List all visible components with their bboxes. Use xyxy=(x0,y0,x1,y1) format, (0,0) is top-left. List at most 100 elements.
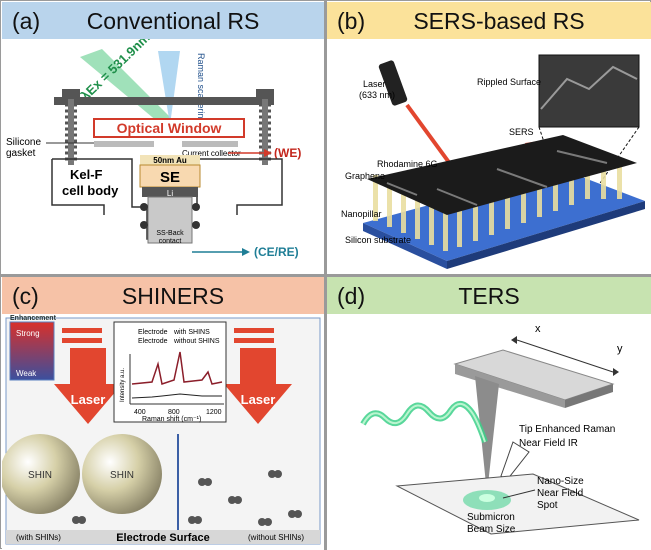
ss-back-plunger xyxy=(147,196,193,244)
electrode-surface-label: Electrode Surface xyxy=(116,532,210,544)
spectrum-with xyxy=(131,351,223,385)
we-label: (WE) xyxy=(274,146,301,160)
panel-shiners: (c) SHINERS Enhancement Strong Weak xyxy=(2,277,324,549)
tick-400: 400 xyxy=(134,409,146,416)
spot-label: Spot xyxy=(537,500,558,511)
legend-without: without SHINS xyxy=(173,338,220,345)
laser-left-label: Laser xyxy=(71,392,106,407)
gasket-right xyxy=(182,141,238,147)
ters-diagram: x y Tip Enhanced Raman Near Field IR Nan… xyxy=(360,323,640,535)
panel-c-title: SHINERS xyxy=(121,283,225,309)
panel-a-tag: (a) xyxy=(12,8,41,34)
nanopillars xyxy=(373,159,622,251)
enhancement-label: Enhancement xyxy=(10,315,57,322)
au-layer xyxy=(140,155,200,165)
tick-800: 800 xyxy=(168,409,180,416)
legend-electrode-1: Electrode xyxy=(138,329,168,336)
panel-d-title: TERS xyxy=(458,283,520,309)
spectrum-without xyxy=(131,393,222,399)
laser-wavelength: (633 nm) xyxy=(359,90,395,100)
sers-label: SERS xyxy=(509,127,534,137)
panel-conventional-rs: (a) Conventional RS λEx = 531.9nm Raman … xyxy=(2,2,324,274)
panel-d-header: (d) TERS xyxy=(327,277,651,314)
optical-window-label: Optical Window xyxy=(117,120,222,136)
sample-plane xyxy=(395,473,640,535)
horizontal-divider xyxy=(1,274,651,277)
panel-c-tag: (c) xyxy=(12,283,39,309)
left-screw xyxy=(62,89,80,165)
ss-back-label: SS-Back xyxy=(156,230,184,237)
graphene-label: Graphene xyxy=(345,171,385,181)
laser-wave xyxy=(360,401,488,443)
axis-y-label: y xyxy=(617,343,623,355)
raman-scattering-label: Raman scattering xyxy=(196,53,206,124)
shiners-diagram: Enhancement Strong Weak Laser Laser Elec… xyxy=(2,315,321,545)
panel-c-header: (c) SHINERS xyxy=(2,277,324,314)
kelf-label: Kel-F xyxy=(70,167,103,182)
laser-right-label: Laser xyxy=(241,392,276,407)
ce-re-label: (CE/RE) xyxy=(254,245,299,259)
shin-sphere-left xyxy=(2,434,80,514)
au-label: 50nm Au xyxy=(153,156,187,165)
ce-arrow-head xyxy=(242,248,250,256)
gasket-label: gasket xyxy=(6,148,36,159)
with-shins-label: (with SHINs) xyxy=(16,533,61,542)
panel-d-tag: (d) xyxy=(337,283,366,309)
panel-a-header: (a) Conventional RS xyxy=(2,2,324,39)
conventional-rs-diagram: λEx = 531.9nm Raman scattering Optical W… xyxy=(6,39,301,259)
laser-beam xyxy=(80,49,174,127)
x-axis-label: Raman shift (cm⁻¹) xyxy=(142,416,201,423)
cantilever-side xyxy=(565,384,613,408)
molecules xyxy=(72,470,302,526)
near-ir-label: Near Field IR xyxy=(519,438,578,449)
submicron-label: Submicron xyxy=(467,512,515,523)
raman-cone xyxy=(158,51,180,125)
legend-electrode-2: Electrode xyxy=(138,338,168,345)
shin-sphere-right xyxy=(82,434,162,514)
laser-arrow-left xyxy=(54,348,122,424)
contact-label: contact xyxy=(159,238,182,245)
optical-window xyxy=(93,118,245,138)
laser-label: Laser xyxy=(363,79,386,89)
current-collector-label: Current collector xyxy=(182,149,241,158)
shin-label-left: SHIN xyxy=(28,470,52,481)
y-axis-label: Intensity a.u. xyxy=(120,368,126,402)
rippled-label: Rippled Surface xyxy=(477,77,541,87)
we-arrow-head xyxy=(264,149,272,157)
panel-sers-rs: (b) SERS-based RS Laser (633 nm) SERS Ri… xyxy=(327,2,651,274)
rhodamine-label: Rhodamine 6G xyxy=(377,159,438,169)
sers-diagram: Laser (633 nm) SERS Rippled Surface xyxy=(341,54,645,269)
weak-label: Weak xyxy=(16,369,37,378)
panel-b-tag: (b) xyxy=(337,8,366,34)
se-label: SE xyxy=(160,169,180,186)
electrode-surface xyxy=(6,530,320,544)
panel-a-title: Conventional RS xyxy=(86,8,260,34)
laser-pointer xyxy=(378,60,408,106)
rippled-inset xyxy=(538,54,640,128)
panel-b-title: SERS-based RS xyxy=(413,8,585,34)
near-field-label: Near Field xyxy=(537,488,583,499)
spectrum-inset xyxy=(113,321,227,423)
shin-label-right: SHIN xyxy=(110,470,134,481)
gasket-left xyxy=(94,141,154,147)
panel-b-header: (b) SERS-based RS xyxy=(327,2,651,39)
without-shins-label: (without SHINs) xyxy=(248,533,304,542)
cantilever-front xyxy=(455,364,565,408)
tip-raman-label: Tip Enhanced Raman xyxy=(519,424,615,435)
silicone-label: Silicone xyxy=(6,137,41,148)
panel-ters: (d) TERS x y Tip En xyxy=(327,277,651,549)
top-plate xyxy=(54,97,274,105)
li-label: Li xyxy=(167,189,173,198)
axis-x-label: x xyxy=(535,323,541,335)
nanopillar-label: Nanopillar xyxy=(341,209,382,219)
ters-tip xyxy=(475,376,499,494)
laser-arrow-right xyxy=(224,348,292,424)
nano-size-label: Nano-Size xyxy=(537,476,584,487)
silicon-label: Silicon substrate xyxy=(345,235,411,245)
cell-body-label: cell body xyxy=(62,183,119,198)
enhancement-legend xyxy=(9,321,55,381)
tick-1200: 1200 xyxy=(206,409,222,416)
beam-size-label: Beam Size xyxy=(467,524,516,535)
strong-label: Strong xyxy=(16,329,40,338)
